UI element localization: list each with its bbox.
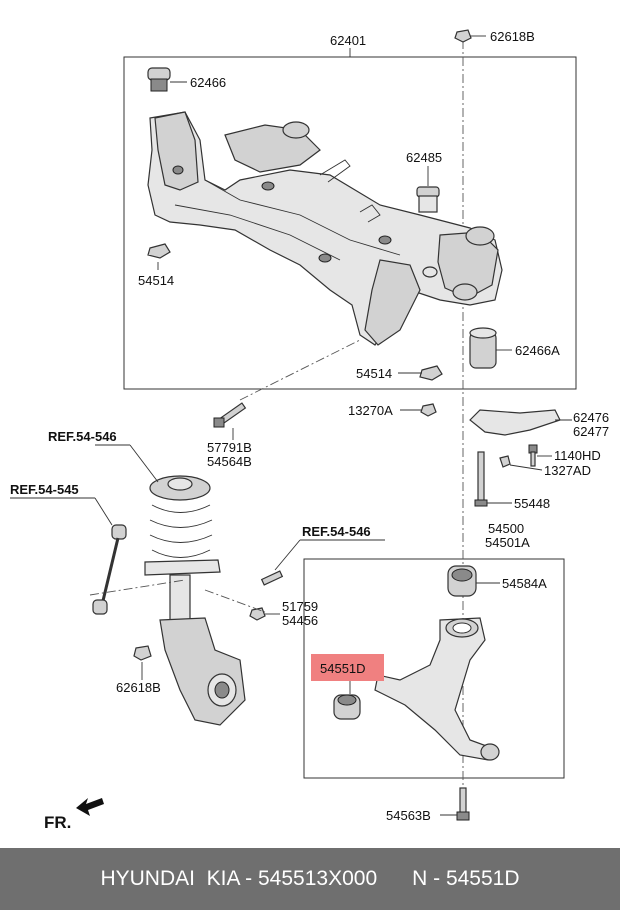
label-54514-left: 54514 bbox=[138, 273, 174, 288]
washer-54514-right bbox=[419, 365, 443, 381]
label-54500: 54500 bbox=[488, 521, 524, 536]
label-13270A: 13270A bbox=[348, 403, 393, 418]
label-62466: 62466 bbox=[190, 75, 226, 90]
front-label: FR. bbox=[44, 813, 71, 832]
knuckle-dashed-line bbox=[204, 589, 266, 613]
label-54584A: 54584A bbox=[502, 576, 547, 591]
label-51759: 51759 bbox=[282, 599, 318, 614]
lower-control-arm bbox=[374, 617, 500, 761]
bushing-62466A bbox=[469, 327, 497, 369]
bracket-62476 bbox=[469, 409, 561, 436]
label-62618B-top: 62618B bbox=[490, 29, 535, 44]
highlight-box-54551D bbox=[311, 654, 384, 681]
label-57791B: 57791B bbox=[207, 440, 252, 455]
label-62476: 62476 bbox=[573, 410, 609, 425]
ref-label-54-546-right: REF.54-546 bbox=[302, 524, 371, 539]
stabilizer-link bbox=[92, 524, 127, 615]
label-62466A: 62466A bbox=[515, 343, 560, 358]
nut-1327AD bbox=[499, 455, 511, 468]
bushing-54551D bbox=[333, 694, 361, 720]
part-number-footer: HYUNDAI KIA - 545513X000 N - 54551D bbox=[0, 848, 620, 910]
label-54563B: 54563B bbox=[386, 808, 431, 823]
label-62485: 62485 bbox=[406, 150, 442, 165]
bolt-54563B bbox=[456, 787, 470, 821]
front-arrow-icon bbox=[76, 798, 104, 816]
bolt-57791B bbox=[213, 402, 247, 428]
label-54514-right: 54514 bbox=[356, 366, 392, 381]
parts-diagram: 62401 62618B 62466 62485 54514 62466A 54… bbox=[10, 29, 609, 832]
washer-54514-left bbox=[147, 243, 171, 259]
ref-label-54-546-top: REF.54-546 bbox=[48, 429, 117, 444]
nut-62618B-top bbox=[454, 29, 472, 43]
strut-dashed-line bbox=[239, 339, 361, 401]
bolt-1140HD bbox=[528, 444, 538, 467]
label-62401: 62401 bbox=[330, 33, 366, 48]
label-62477: 62477 bbox=[573, 424, 609, 439]
bolt-55448 bbox=[474, 451, 488, 507]
label-55448: 55448 bbox=[514, 496, 550, 511]
label-1327AD: 1327AD bbox=[544, 463, 591, 478]
nut-62618B-bottom bbox=[133, 645, 152, 661]
strut-assembly bbox=[144, 475, 246, 726]
label-54564B: 54564B bbox=[207, 454, 252, 469]
crossmember-subframe bbox=[147, 111, 503, 346]
ref-label-54-545: REF.54-545 bbox=[10, 482, 79, 497]
bushing-54584A bbox=[447, 565, 477, 597]
bushing-62466 bbox=[147, 67, 171, 92]
lower-arm-box bbox=[303, 558, 565, 779]
link-dashed-line bbox=[89, 579, 186, 596]
nut-13270A bbox=[420, 403, 437, 417]
bushing-62485 bbox=[416, 186, 440, 213]
label-1140HD: 1140HD bbox=[554, 448, 601, 463]
label-54456: 54456 bbox=[282, 613, 318, 628]
label-54501A: 54501A bbox=[485, 535, 530, 550]
label-62618B-bottom: 62618B bbox=[116, 680, 161, 695]
label-54551D: 54551D bbox=[320, 661, 366, 676]
leader-lines bbox=[10, 35, 572, 816]
bolt-51759 bbox=[249, 570, 284, 621]
